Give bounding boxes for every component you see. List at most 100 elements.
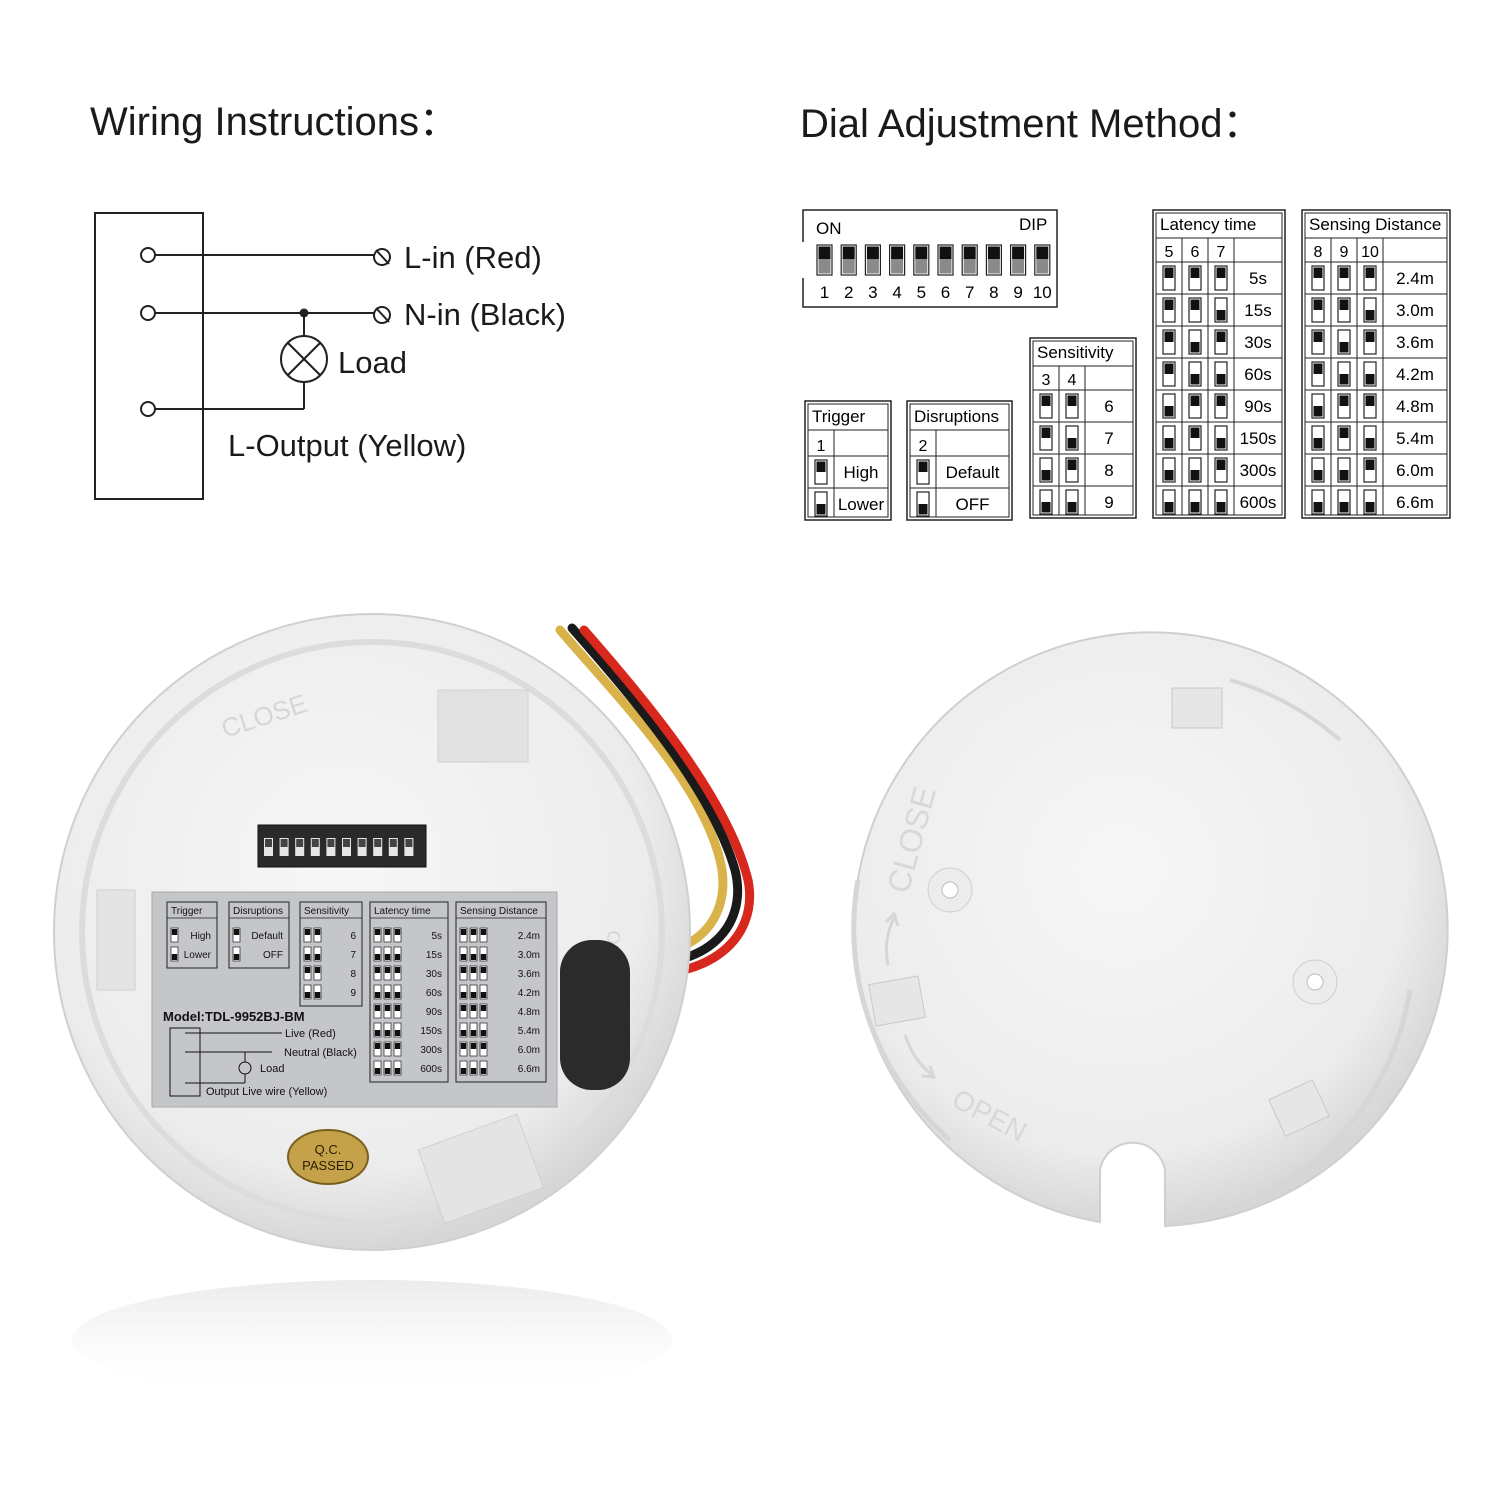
wiring-diagram: L-in (Red) N-in (Black) Load L-Output (Y…: [94, 212, 566, 500]
latency-switch-4-2: [1214, 393, 1228, 419]
arrow-down-icon: [903, 1034, 937, 1079]
distance-row-label: 3.0m: [1396, 301, 1434, 320]
front-latency-row-label: 30s: [426, 969, 442, 980]
dip-number-5: 5: [917, 283, 926, 302]
latency-title: Latency time: [1160, 215, 1256, 234]
distance-row-label: 6.0m: [1396, 461, 1434, 480]
terminal-l-output: [140, 401, 156, 417]
connector-n-in-icon: [373, 306, 391, 324]
front-trigger-row-label: High: [190, 931, 211, 942]
latency-switch-0-1: [1188, 265, 1202, 291]
trigger-col-1: 1: [817, 438, 826, 455]
dip-switch-2: 2: [840, 244, 857, 302]
distance-switch-6-1: [1337, 457, 1351, 483]
front-latency-title: Latency time: [374, 906, 431, 917]
label-load: Load: [338, 345, 407, 380]
dip-number-7: 7: [965, 283, 974, 302]
dip-number-4: 4: [892, 283, 901, 302]
base-plate: [852, 631, 1449, 1228]
front-disruptions-row-label: OFF: [263, 950, 283, 961]
disruptions-row-label: OFF: [956, 495, 990, 514]
distance-switch-5-2: [1363, 425, 1377, 451]
trigger-row-label: Lower: [838, 495, 885, 514]
dip-notch: [800, 242, 809, 278]
latency-switch-2-1: [1188, 329, 1202, 355]
distance-switch-3-1: [1337, 361, 1351, 387]
front-distance-row-label: 3.0m: [518, 950, 540, 961]
front-distance-row-label: 4.2m: [518, 988, 540, 999]
front-distance-row-label: 2.4m: [518, 931, 540, 942]
distance-row-label: 2.4m: [1396, 269, 1434, 288]
latency-row-label: 60s: [1244, 365, 1271, 384]
distance-switch-3-0: [1311, 361, 1325, 387]
latency-row-label: 150s: [1240, 429, 1277, 448]
latency-switch-7-0: [1162, 489, 1176, 515]
latency-switch-0-2: [1214, 265, 1228, 291]
distance-switch-6-2: [1363, 457, 1377, 483]
front-distance-row-label: 4.8m: [518, 1007, 540, 1018]
latency-switch-6-2: [1214, 457, 1228, 483]
distance-title: Sensing Distance: [1309, 215, 1441, 234]
front-trigger-row-label: Lower: [184, 950, 212, 961]
disruptions-col-2: 2: [919, 438, 928, 455]
sensitivity-switch-0-1: [1065, 393, 1079, 419]
distance-row-label: 6.6m: [1396, 493, 1434, 512]
latency-switch-5-1: [1188, 425, 1202, 451]
svg-text:Q.C.: Q.C.: [315, 1142, 342, 1157]
latency-row-label: 300s: [1240, 461, 1277, 480]
latency-col-6: 6: [1191, 244, 1200, 261]
dip-switch-4: 4: [888, 244, 906, 302]
sensitivity-switch-2-0: [1039, 457, 1053, 483]
dip-number-3: 3: [868, 283, 877, 302]
distance-row-label: 4.8m: [1396, 397, 1434, 416]
distance-switch-2-2: [1363, 329, 1377, 355]
sensor-front-rim: [79, 639, 665, 1225]
distance-col-8: 8: [1314, 244, 1323, 261]
base-clip-top: [1171, 687, 1223, 729]
dip-switch-3: 3: [864, 244, 882, 302]
distance-switch-3-2: [1363, 361, 1377, 387]
sensitivity-row-label: 8: [1104, 461, 1113, 480]
distance-switch-2-0: [1311, 329, 1325, 355]
front-label-plate: TriggerHighLowerDisruptionsDefaultOFFSen…: [151, 891, 558, 1108]
sensitivity-switch-2-1: [1065, 457, 1079, 483]
front-sensitivity-row-label: 9: [350, 988, 356, 999]
front-live: Live (Red): [285, 1028, 336, 1040]
latency-row-label: 15s: [1244, 301, 1271, 320]
latency-col-5: 5: [1165, 244, 1174, 261]
latency-switch-5-2: [1214, 425, 1228, 451]
front-sensitivity-row-label: 7: [350, 950, 356, 961]
front-latency-row-label: 600s: [420, 1064, 442, 1075]
distance-switch-2-1: [1337, 329, 1351, 355]
sensitivity-row-label: 7: [1104, 429, 1113, 448]
latency-switch-1-0: [1162, 297, 1176, 323]
front-distance-row-label: 3.6m: [518, 969, 540, 980]
distance-col-10: 10: [1361, 244, 1379, 261]
distance-switch-0-1: [1337, 265, 1351, 291]
sensitivity-switch-0-0: [1039, 393, 1053, 419]
sensitivity-col-4: 4: [1068, 372, 1077, 389]
dip-number-2: 2: [844, 283, 853, 302]
front-clip-bottom: [417, 1113, 545, 1225]
distance-switch-0-2: [1363, 265, 1377, 291]
sensitivity-switch-1-0: [1039, 425, 1053, 451]
front-trigger-title: Trigger: [171, 906, 203, 917]
dip-switch-1: 1: [816, 244, 833, 302]
trigger-title: Trigger: [812, 407, 866, 426]
front-disruptions-title: Disruptions: [233, 906, 283, 917]
latency-switch-6-1: [1188, 457, 1202, 483]
qc-passed-sticker: Q.C. PASSED: [287, 1129, 369, 1185]
latency-col-7: 7: [1217, 244, 1226, 261]
dip-switch-7: 7: [961, 244, 978, 302]
distance-switch-4-0: [1311, 393, 1325, 419]
sensor-base-photo: CLOSE OPEN: [851, 631, 1449, 1228]
sensitivity-row-label: 9: [1104, 493, 1113, 512]
dip-number-10: 10: [1033, 283, 1052, 302]
latency-switch-1-2: [1214, 297, 1228, 323]
screw-hole-left: [927, 867, 973, 913]
label-l-in: L-in (Red): [404, 240, 542, 275]
